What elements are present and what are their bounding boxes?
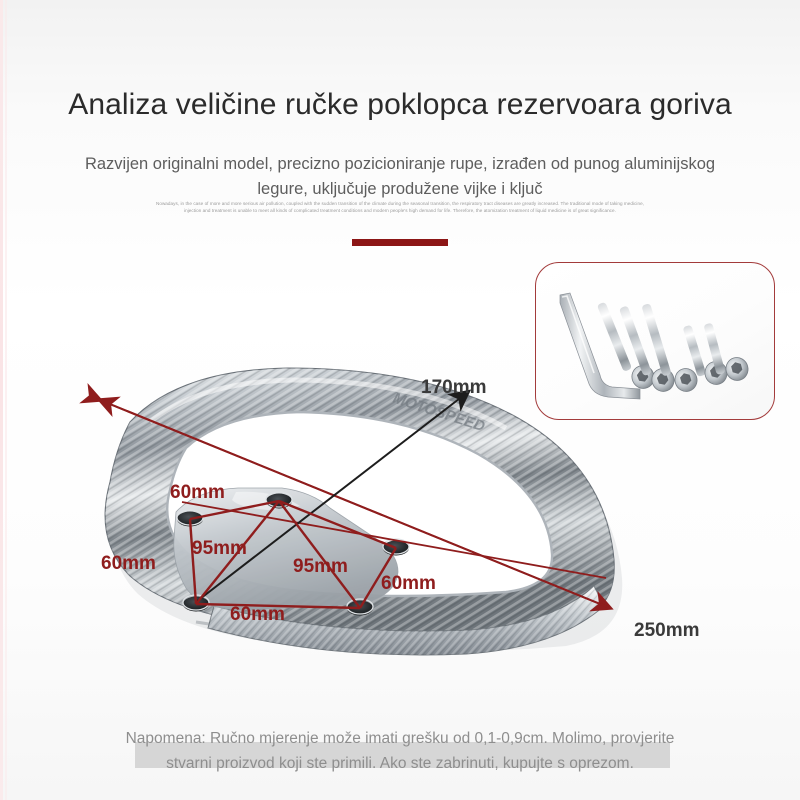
dimension-arrow-170mm [195, 389, 472, 603]
hardware-illustration [559, 292, 749, 400]
dimension-label-95mm-left: 95mm [192, 538, 247, 559]
bolt-short-2 [704, 323, 749, 381]
dimension-label-60mm-bottom: 60mm [230, 604, 285, 625]
span-60mm-left [188, 518, 198, 605]
dimension-label-60mm-right: 60mm [381, 573, 436, 594]
span-95mm-right [278, 500, 361, 609]
dimension-label-60mm-top-left: 60mm [170, 482, 225, 503]
handle-illustration: MOTOSPEED [79, 367, 623, 656]
measurement-disclaimer-note: Napomena: Ručno mjerenje može imati greš… [125, 730, 675, 772]
dimension-label-60mm-left: 60mm [101, 553, 156, 574]
dimension-label-170mm: 170mm [421, 377, 487, 398]
bolt-long-3 [642, 304, 698, 392]
span-60mm-bottom [195, 602, 361, 610]
mounting-hole-top [265, 491, 293, 509]
dimension-arrow-250mm [79, 383, 614, 612]
left-edge-stripe [0, 0, 3, 800]
span-diag-upper-right [278, 499, 397, 550]
hole-pattern-lines [188, 499, 398, 610]
fineprint-paragraph: Nowadays, in the case of more and more s… [155, 201, 645, 214]
product-dimension-diagram: MOTOSPEED [0, 330, 800, 690]
span-60mm-top-left [189, 499, 280, 521]
red-divider-bar [352, 239, 448, 246]
page-title: Analiza veličine ručke poklopca rezervoa… [68, 88, 732, 121]
span-60mm-right [358, 547, 398, 609]
dimension-guide-line [181, 501, 607, 579]
span-95mm-left [195, 500, 280, 605]
left-edge-stripe-secondary [5, 0, 7, 800]
included-hardware-inset [535, 262, 775, 420]
note-highlight-band [135, 742, 670, 768]
dimension-label-95mm-right: 95mm [293, 556, 348, 577]
page-subtitle: Razvijen originalni model, precizno pozi… [84, 155, 716, 198]
dimension-label-250mm: 250mm [634, 620, 700, 641]
